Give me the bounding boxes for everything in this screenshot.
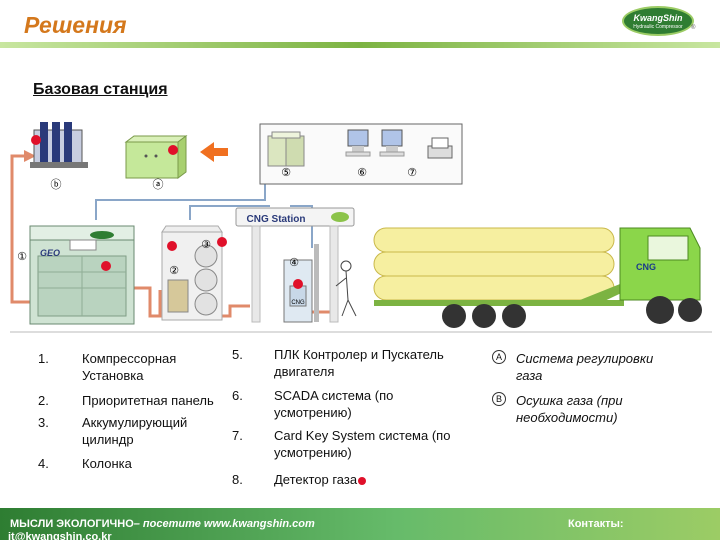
list-item-label: Детектор газа: [274, 472, 358, 487]
gas-regulation-cabinet: [124, 135, 188, 179]
detector-dot: [293, 279, 303, 289]
cng-station-canopy: CNG Station: [235, 207, 355, 323]
list-item-text: ПЛК Контролер и Пускатель двигателя: [274, 347, 444, 379]
header-divider: [0, 42, 720, 48]
legend-marker: A: [492, 350, 506, 364]
marker-5: ⑤: [281, 166, 291, 179]
list-item-text: SCADA система (по усмотрению): [274, 388, 394, 420]
cng-station-diagram: ⓑ ⓐ ⑤ ⑥ ⑦ CNG Station: [10, 122, 712, 333]
geo-label: GEO: [40, 248, 60, 258]
flow-arrow: [200, 142, 228, 162]
list-item-text: Card Key System система (по усмотрению): [274, 428, 451, 460]
page-title: Решения: [24, 12, 127, 38]
list-item-number: 2.: [38, 393, 49, 408]
scada-computers: [345, 129, 405, 157]
marker-a: ⓐ: [153, 178, 164, 191]
legend-text: Система регулировки газа: [516, 351, 654, 383]
list-item-number: 5.: [232, 347, 243, 362]
list-item-text: Детектор газа: [274, 471, 470, 488]
compressor-unit: [29, 225, 135, 325]
gas-detector-dot: [358, 476, 367, 485]
legend-text: Осушка газа (при необходимости): [516, 393, 623, 425]
footer-website-link[interactable]: – посетите www.kwangshin.com: [133, 518, 315, 530]
station-attendant: [335, 260, 357, 317]
marker-6: ⑥: [357, 166, 367, 179]
detector-dot: [31, 135, 41, 145]
detector-dot: [217, 237, 227, 247]
pipe-arrow-in: [24, 150, 36, 162]
list-item-text: Колонка: [82, 456, 132, 471]
list-item-number: 6.: [232, 388, 243, 403]
gas-dryer-unit: [30, 122, 88, 168]
footer-slogan-text: МЫСЛИ ЭКОЛОГИЧНО: [10, 518, 134, 530]
list-item-number: 1.: [38, 351, 49, 366]
marker-b: ⓑ: [51, 178, 62, 191]
list-item-number: 7.: [232, 428, 243, 443]
marker-2: ②: [169, 264, 179, 277]
list-item-number: 3.: [38, 415, 49, 430]
priority-panel: [167, 279, 189, 313]
marker-7: ⑦: [407, 166, 417, 179]
plc-controller: [267, 131, 305, 167]
list-item-text: Компрессорная Установка: [82, 351, 177, 383]
list-item-text: Приоритетная панель: [82, 393, 214, 408]
footer-bar: МЫСЛИ ЭКОЛОГИЧНО– посетите www.kwangshin…: [0, 508, 720, 540]
dispenser-label: CNG: [291, 300, 305, 306]
registered-mark: ®: [691, 25, 696, 31]
list-item-number: 4.: [38, 456, 49, 471]
kwangshin-logo: KwangShin Hydraulic Compressor: [622, 6, 694, 36]
list-item-text: Аккумулирующий цилиндр: [82, 415, 188, 447]
marker-1: ①: [17, 250, 27, 263]
storage-cylinder-rack: [161, 225, 227, 321]
marker-3: ③: [201, 238, 211, 251]
card-key-printer: [427, 137, 453, 159]
logo-name: KwangShin: [633, 13, 683, 23]
station-sign: CNG Station: [247, 214, 306, 225]
legend-marker: B: [492, 392, 506, 406]
footer-slogan: МЫСЛИ ЭКОЛОГИЧНО– посетите www.kwangshin…: [10, 518, 315, 530]
section-subtitle: Базовая станция: [33, 81, 168, 98]
detector-dot: [101, 261, 111, 271]
cng-cab-label: CNG: [636, 262, 656, 272]
cng-tube-trailer: [373, 227, 636, 328]
marker-4: ④: [289, 256, 299, 269]
footer-contacts-label: Контакты:: [568, 518, 624, 530]
detector-dot: [167, 241, 177, 251]
truck-cab: CNG: [619, 227, 702, 324]
logo-tagline: Hydraulic Compressor: [633, 24, 683, 30]
cng-dispenser: [283, 244, 319, 323]
list-item-number: 8.: [232, 472, 243, 487]
footer-email-link[interactable]: it@kwangshin.co.kr: [8, 531, 112, 540]
detector-dot: [168, 145, 178, 155]
